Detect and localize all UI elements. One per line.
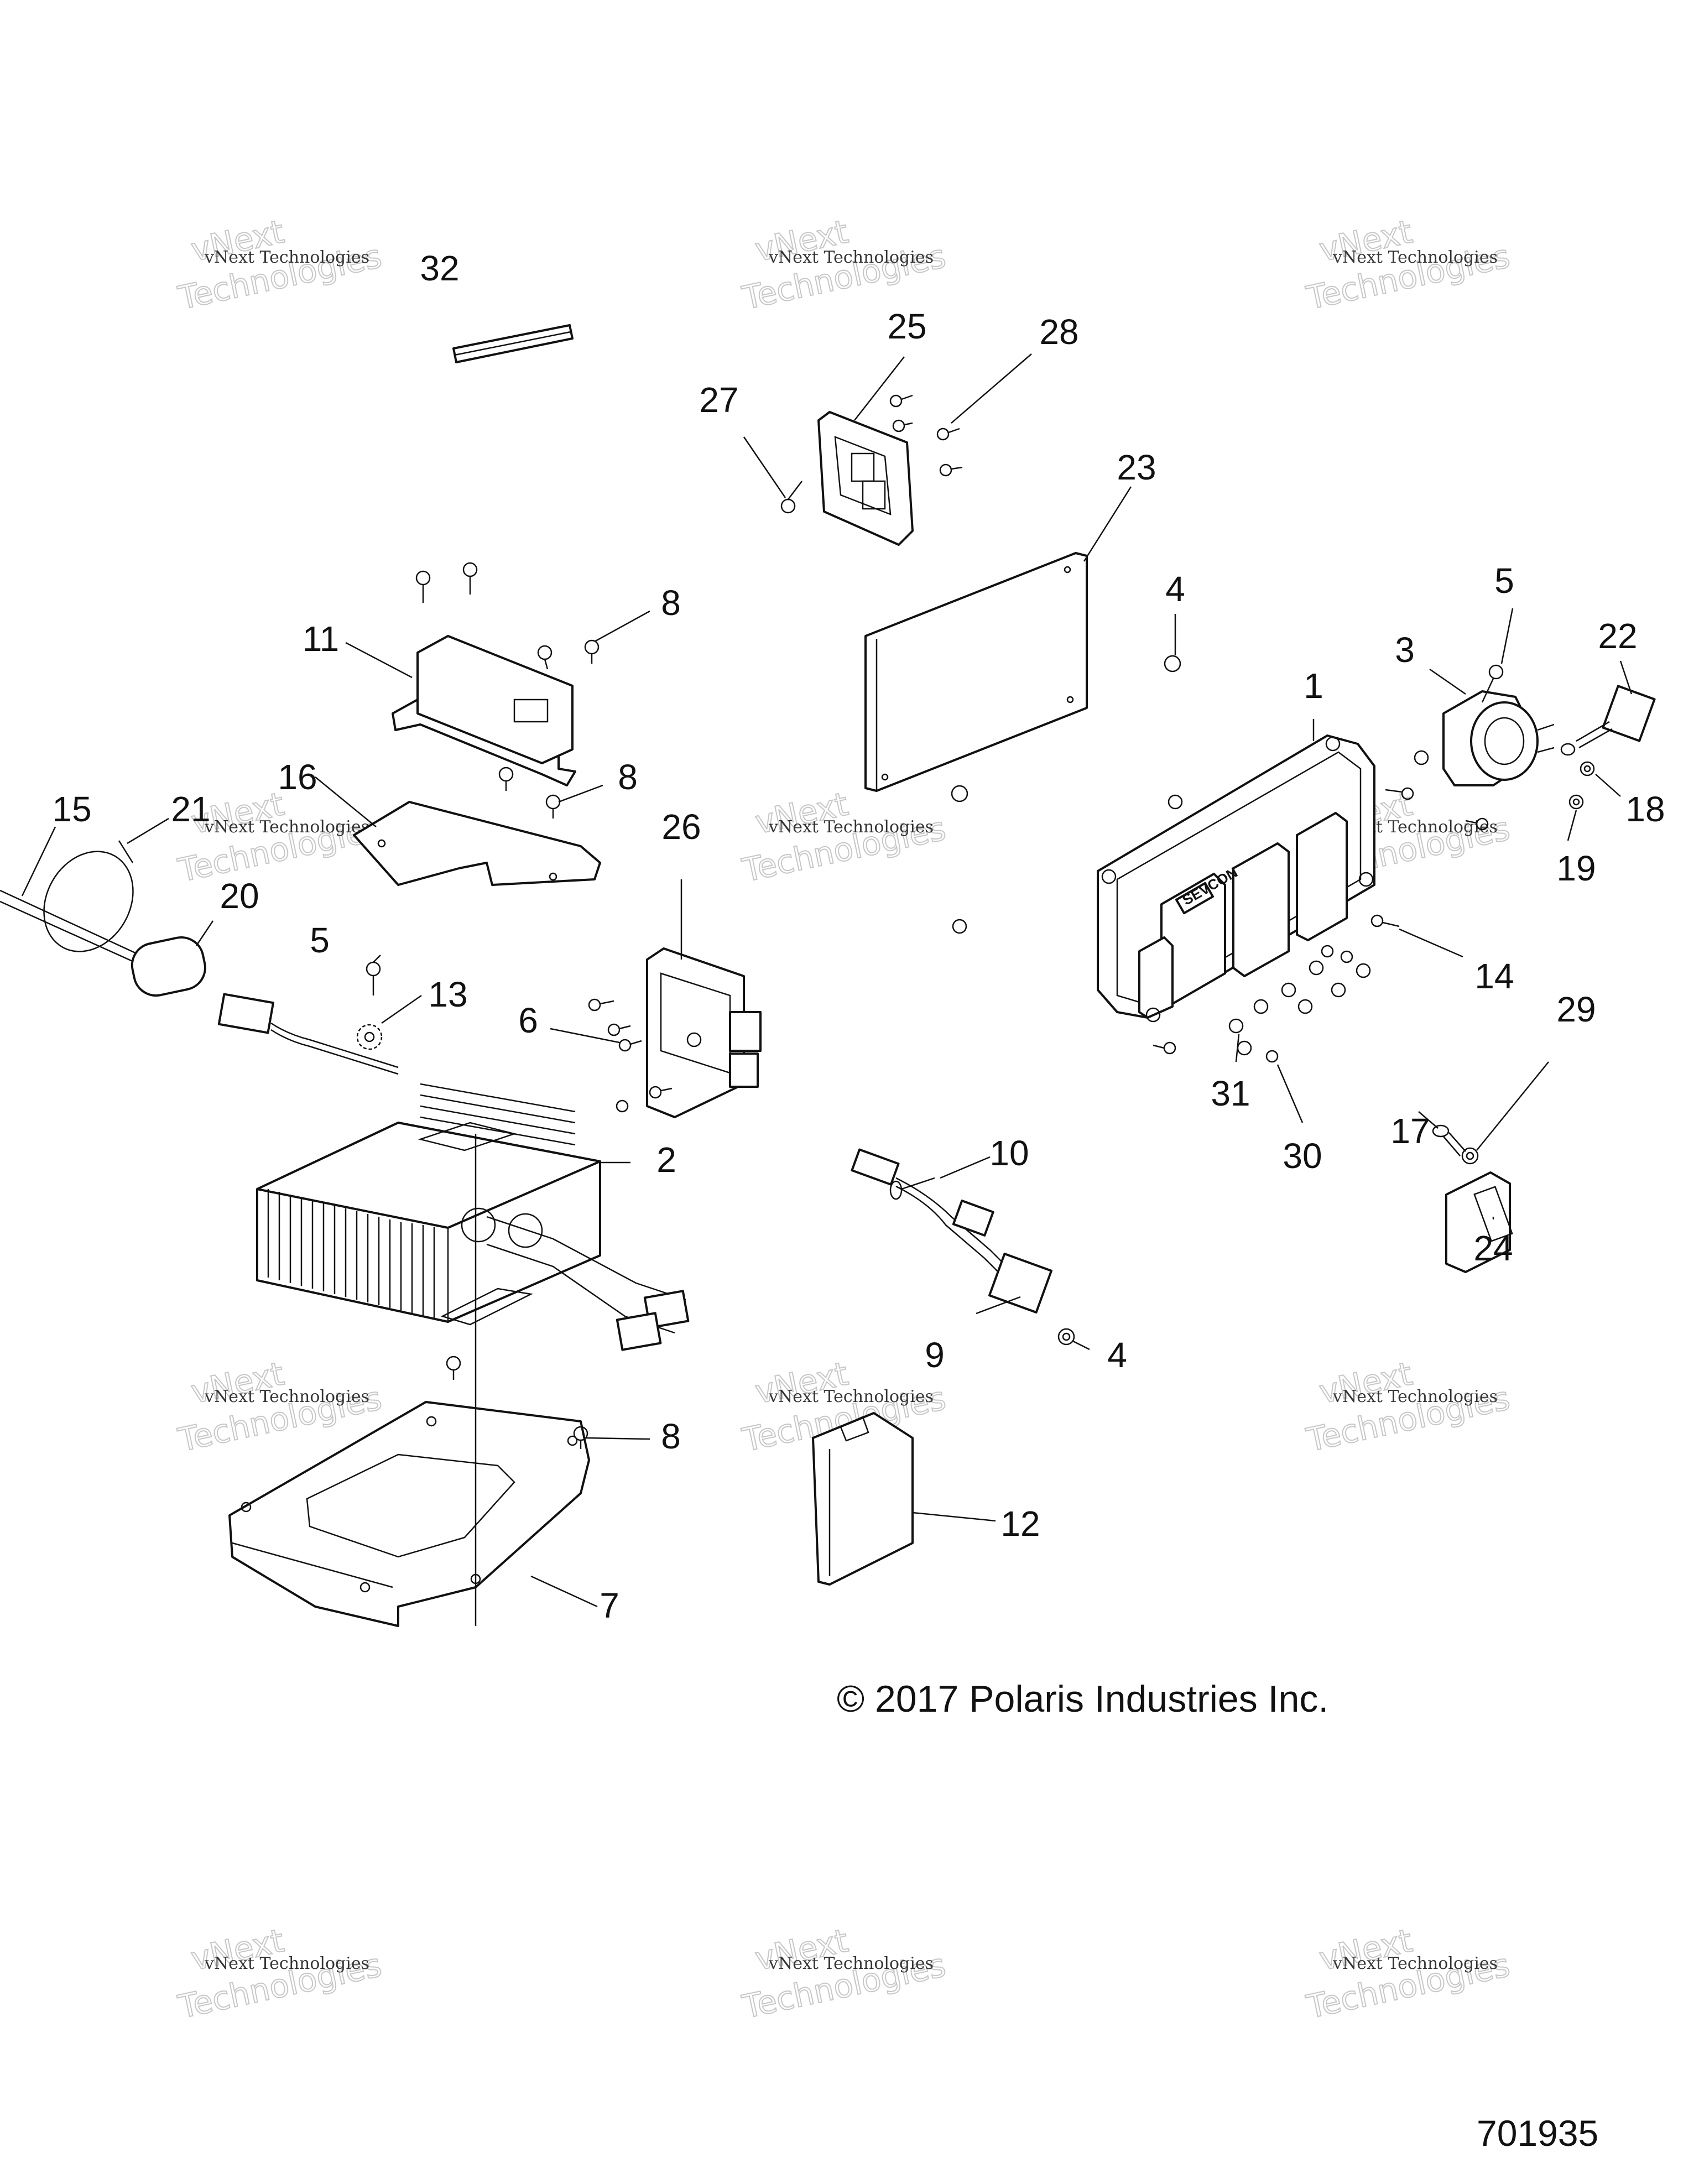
part-26-module bbox=[646, 947, 762, 1118]
callout-17: 17 bbox=[1390, 1111, 1430, 1151]
callout-31: 31 bbox=[1211, 1073, 1250, 1113]
part-27-28-screws bbox=[780, 394, 963, 514]
callout-12: 12 bbox=[1000, 1504, 1040, 1544]
part-24-module bbox=[1445, 1171, 1513, 1273]
part-3-contactor bbox=[1414, 690, 1555, 786]
callout-32: 32 bbox=[420, 248, 459, 288]
callout-8: 8 bbox=[661, 1416, 681, 1456]
watermark-text: vNext Technologies bbox=[768, 817, 934, 837]
callout-labels: 1 2 3 4 4 5 5 6 7 8 8 8 9 10 11 12 13 14… bbox=[52, 248, 1665, 1625]
watermark-text: vNext Technologies bbox=[1332, 248, 1498, 267]
watermark-text: vNext Technologies bbox=[204, 817, 369, 837]
part-1-controller: SEVCON bbox=[1097, 734, 1375, 1023]
part-17-stud bbox=[1432, 1124, 1466, 1156]
part-16-plate bbox=[353, 801, 601, 886]
callout-15: 15 bbox=[52, 789, 91, 829]
part-13-washer bbox=[356, 1024, 383, 1050]
cooling-fins bbox=[267, 1083, 576, 1319]
watermark-text: vNext Technologies bbox=[1332, 1954, 1498, 1973]
callout-9: 9 bbox=[925, 1335, 945, 1375]
watermark-text: vNext Technologies bbox=[204, 1954, 369, 1973]
callout-4: 4 bbox=[1165, 569, 1185, 609]
callout-6: 6 bbox=[518, 1000, 538, 1040]
part-2-charger bbox=[256, 1083, 690, 1351]
callout-19: 19 bbox=[1556, 848, 1596, 888]
callout-2: 2 bbox=[656, 1140, 676, 1180]
part-15-wire bbox=[0, 889, 144, 966]
callout-11: 11 bbox=[303, 619, 339, 659]
part-10-pin bbox=[889, 1177, 935, 1200]
part-12-cover bbox=[812, 1412, 914, 1586]
leader-lines bbox=[21, 353, 1633, 1626]
part-6-screws bbox=[588, 998, 673, 1113]
callout-1: 1 bbox=[1304, 666, 1323, 706]
callout-18: 18 bbox=[1625, 789, 1665, 829]
callout-23: 23 bbox=[1117, 447, 1156, 487]
callout-26: 26 bbox=[661, 807, 701, 847]
watermark-text: vNext Technologies bbox=[1332, 1387, 1498, 1406]
part-4-nut-lower bbox=[1057, 1328, 1075, 1346]
callout-27: 27 bbox=[699, 380, 738, 420]
part-8-screws-top bbox=[415, 562, 600, 819]
callout-4: 4 bbox=[1107, 1335, 1127, 1375]
callout-29: 29 bbox=[1556, 989, 1596, 1029]
part-4-nut bbox=[951, 655, 1183, 934]
part-18-19-nuts bbox=[1568, 761, 1595, 810]
part-21-tie bbox=[43, 840, 134, 952]
part-25-bracket bbox=[817, 411, 914, 546]
callout-30: 30 bbox=[1283, 1136, 1322, 1176]
callout-8: 8 bbox=[618, 757, 638, 797]
watermark-text: vNext Technologies bbox=[204, 248, 369, 267]
watermark-text: vNext Technologies bbox=[768, 248, 934, 267]
callout-21: 21 bbox=[171, 789, 210, 829]
watermark-text: vNext Technologies bbox=[204, 1387, 369, 1406]
callout-22: 22 bbox=[1598, 616, 1637, 656]
callout-7: 7 bbox=[600, 1586, 619, 1625]
callout-28: 28 bbox=[1039, 312, 1078, 352]
callout-24: 24 bbox=[1473, 1228, 1513, 1268]
callout-20: 20 bbox=[220, 876, 259, 916]
callout-25: 25 bbox=[887, 306, 926, 346]
part-11-module bbox=[392, 635, 576, 786]
part-32-strip bbox=[452, 324, 574, 363]
callout-10: 10 bbox=[989, 1133, 1029, 1173]
document-number: 701935 bbox=[1477, 2113, 1598, 2154]
callout-3: 3 bbox=[1395, 630, 1415, 670]
watermark-text: vNext Technologies bbox=[768, 1387, 934, 1406]
callout-5: 5 bbox=[310, 920, 330, 960]
copyright-text: © 2017 Polaris Industries Inc. bbox=[837, 1678, 1328, 1720]
part-20-sleeve bbox=[131, 936, 206, 997]
part-5-screw bbox=[366, 961, 381, 995]
part-8-screws-bottom bbox=[446, 1356, 588, 1449]
part-29-nut bbox=[1461, 1147, 1479, 1165]
callout-5: 5 bbox=[1494, 561, 1514, 601]
part-9-harness bbox=[851, 1148, 1052, 1313]
part-23-panel bbox=[864, 552, 1088, 792]
callout-13: 13 bbox=[428, 974, 467, 1014]
watermark-text: vNext Technologies bbox=[768, 1954, 934, 1973]
charger-lead bbox=[217, 993, 399, 1075]
callout-14: 14 bbox=[1474, 956, 1514, 996]
callout-16: 16 bbox=[278, 757, 317, 797]
part-14-31-30-fasteners bbox=[1153, 914, 1400, 1063]
part-5-screw-right bbox=[1385, 664, 1504, 831]
callout-8: 8 bbox=[661, 583, 681, 623]
part-22-connector bbox=[1560, 685, 1656, 756]
